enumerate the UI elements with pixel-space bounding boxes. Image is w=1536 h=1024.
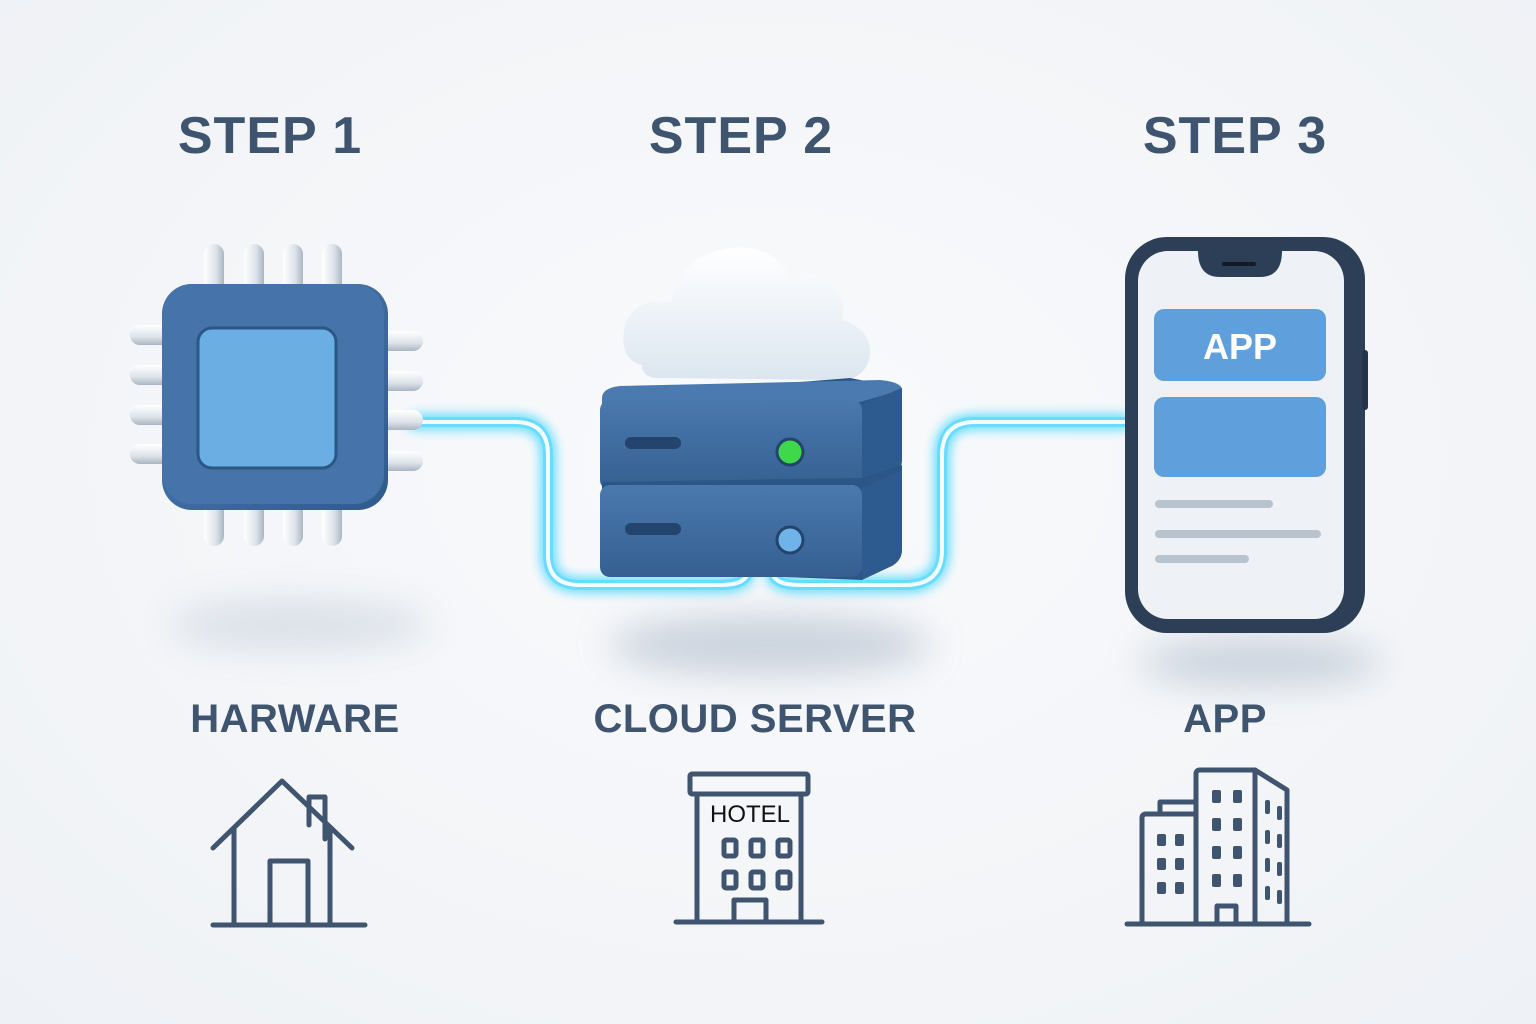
server-slot-bottom <box>625 523 681 535</box>
phone-content-card <box>1154 397 1326 477</box>
phone-app-button[interactable] <box>1154 309 1326 381</box>
step-3-title: STEP 3 <box>1142 107 1328 165</box>
chip-shadow <box>170 600 430 650</box>
connection-line-right <box>767 417 1128 590</box>
chip-core <box>196 326 338 470</box>
text-line-2 <box>1155 530 1321 538</box>
phone-side-button <box>1362 350 1368 410</box>
hotel-sign-text: HOTEL <box>709 801 790 828</box>
step-2-label: CLOUD SERVER <box>593 697 917 741</box>
text-line-3 <box>1155 555 1249 563</box>
chip-pins-top <box>204 244 342 294</box>
chip-pins-right <box>378 331 423 471</box>
connection-line-left <box>410 417 753 590</box>
hotel-icon <box>673 771 825 925</box>
office-buildings-icon <box>1124 767 1312 927</box>
chip-icon <box>130 244 423 546</box>
cloud-server-icon <box>600 247 902 580</box>
step-3-label: APP <box>1183 697 1267 741</box>
step-2-title: STEP 2 <box>648 107 834 165</box>
house-icon <box>210 778 368 928</box>
text-line-1 <box>1155 500 1273 508</box>
server-shadow <box>610 615 930 675</box>
cloud-icon <box>623 247 871 381</box>
server-slot-top <box>625 437 681 449</box>
smartphone-icon <box>1125 237 1368 633</box>
status-led-blue <box>775 525 805 555</box>
status-led-green <box>775 437 805 467</box>
phone-app-button-label: APP <box>1202 326 1278 367</box>
server-unit-top <box>600 378 902 490</box>
step-1-title: STEP 1 <box>177 107 363 165</box>
server-unit-bottom <box>600 465 902 580</box>
step-1-label: HARWARE <box>190 697 400 741</box>
phone-shadow <box>1140 640 1380 685</box>
